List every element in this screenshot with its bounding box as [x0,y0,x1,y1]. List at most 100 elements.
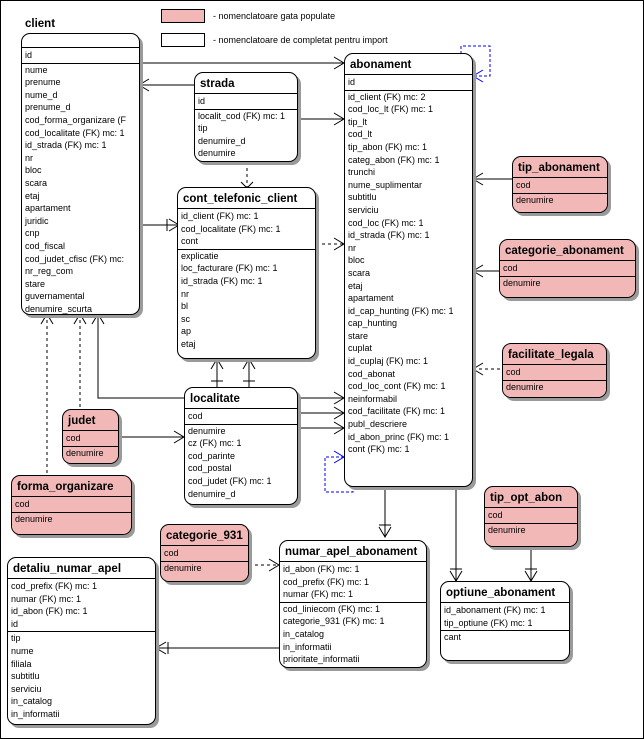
primary-key-block: cod [12,498,131,513]
attribute: tip_abon (FK) mc: 1 [348,141,428,152]
attribute: denumire [164,562,202,573]
attribute: nr [348,242,357,253]
entity-title-abonament: abonament [350,59,412,71]
attribute: cod_liniecom (FK) mc: 1 [283,603,381,614]
pk-attribute: numar (FK) mc: 1 [11,593,82,604]
attribute: cod_localitate (FK) mc: 1 [25,127,125,138]
pk-attribute: cod_prefix (FK) mc: 1 [11,581,98,591]
pk-attribute: numar (FK) mc: 1 [283,589,354,600]
attribute: stare [25,278,46,289]
legend-swatch-prepopulated [161,9,205,23]
entity-title-categorie-931: categorie_931 [166,530,243,542]
attribute: nr_reg_com [25,266,74,277]
entity-cont-telefonic-client[interactable]: cont_telefonic_client id_client (FK) mc:… [177,187,316,359]
attribute: id_strada (FK) mc: 1 [25,140,107,151]
attribute: cap_hunting [348,318,398,329]
attribute: in_informatii [11,708,60,719]
primary-key-block: cod [185,410,297,425]
entity-optiune-abonament[interactable]: optiune_abonament id_abonament (FK) mc: … [440,581,570,661]
attribute: cod_loc_cont (FK) mc: 1 [348,381,446,392]
attribute: cod_lt [348,129,373,140]
self-rel-abonament-bottom [324,456,354,493]
attribute: categorie_931 (FK) mc: 1 [283,616,385,627]
attribute: denumire [488,524,526,535]
attribute: scara [348,267,371,278]
entity-title-tip-opt-abon: tip_opt_abon [490,492,563,504]
attribute: scara [25,177,48,188]
entity-title-categorie-abonament: categorie_abonament [505,245,624,257]
attribute: stare [348,330,369,341]
attribute: apartament [348,293,394,304]
primary-key-block: id [22,49,139,64]
attribute: etaj [348,280,363,291]
entity-title-localitate: localitate [190,393,240,405]
attribute: cuplat [348,343,373,354]
entity-title-client: client [25,18,56,30]
pk-attribute: cod_localitate (FK) mc: 1 [181,223,281,234]
pk-attribute: id [11,618,19,629]
attribute: denumire [198,148,236,159]
primary-key-block: cod [513,179,607,194]
pk-attribute: id_client (FK) mc: 1 [181,211,259,221]
pk-attribute: id [198,96,206,106]
pk-attribute: cod [66,433,81,443]
attribute: denumire [503,277,541,288]
attribute: cont (FK) mc: 1 [348,444,410,455]
attribute: id_cap_hunting (FK) mc: 1 [348,305,454,316]
attribute: denumire [15,513,53,524]
attribute: cod_loc_lt (FK) mc: 1 [348,104,434,115]
primary-key-block: cod [500,262,635,277]
legend-text-prepopulated: - nomenclatoare gata populate [213,11,336,21]
attribute: denumire_scurta [25,303,93,314]
entity-detaliu-numar-apel[interactable]: detaliu_numar_apel cod_prefix (FK) mc: 1… [7,557,156,725]
attribute: sc [181,313,190,324]
attribute: nume [25,64,48,75]
entity-title-detaliu-numar-apel: detaliu_numar_apel [13,563,122,575]
attribute: denumire_d [198,135,246,146]
attribute: serviciu [348,204,379,215]
attribute: neinformabil [348,393,398,404]
primary-key-block: id_client (FK) mc: 1 cod_localitate (FK) … [178,210,315,250]
attribute: tip [11,633,21,644]
primary-key-block: cod [485,509,577,524]
attribute: tip [198,123,208,134]
attribute: cod_postal [188,463,232,474]
rel-client-localitate [97,314,184,399]
attribute: in_catalog [283,628,325,639]
attribute: nr [25,152,34,163]
attribute: cz (FK) mc: 1 [188,438,242,449]
attribute: cod_fiscal [25,240,66,251]
legend-swatch-to-complete [161,33,205,47]
pk-attribute: cod [188,411,203,421]
attribute: categ_abon (FK) mc: 1 [348,154,440,165]
primary-key-block: cod [161,547,248,562]
attribute: apartament [25,203,71,214]
attribute: prioritate_informatii [283,654,360,665]
attribute: id_strada (FK) mc: 1 [348,230,430,241]
attribute: etaj [25,190,40,201]
attribute: cod_forma_organizare (F [25,114,127,125]
entity-title-judet: judet [68,415,96,427]
attribute: in_catalog [11,696,53,707]
attribute: denumire [506,381,544,392]
attribute: cod_facilitate (FK) mc: 1 [348,406,446,417]
attribute: prenume_d [25,102,71,113]
primary-key-block: id [195,95,297,110]
pk-attribute: cod_prefix (FK) mc: 1 [283,576,370,587]
pk-attribute: cod [15,499,30,509]
